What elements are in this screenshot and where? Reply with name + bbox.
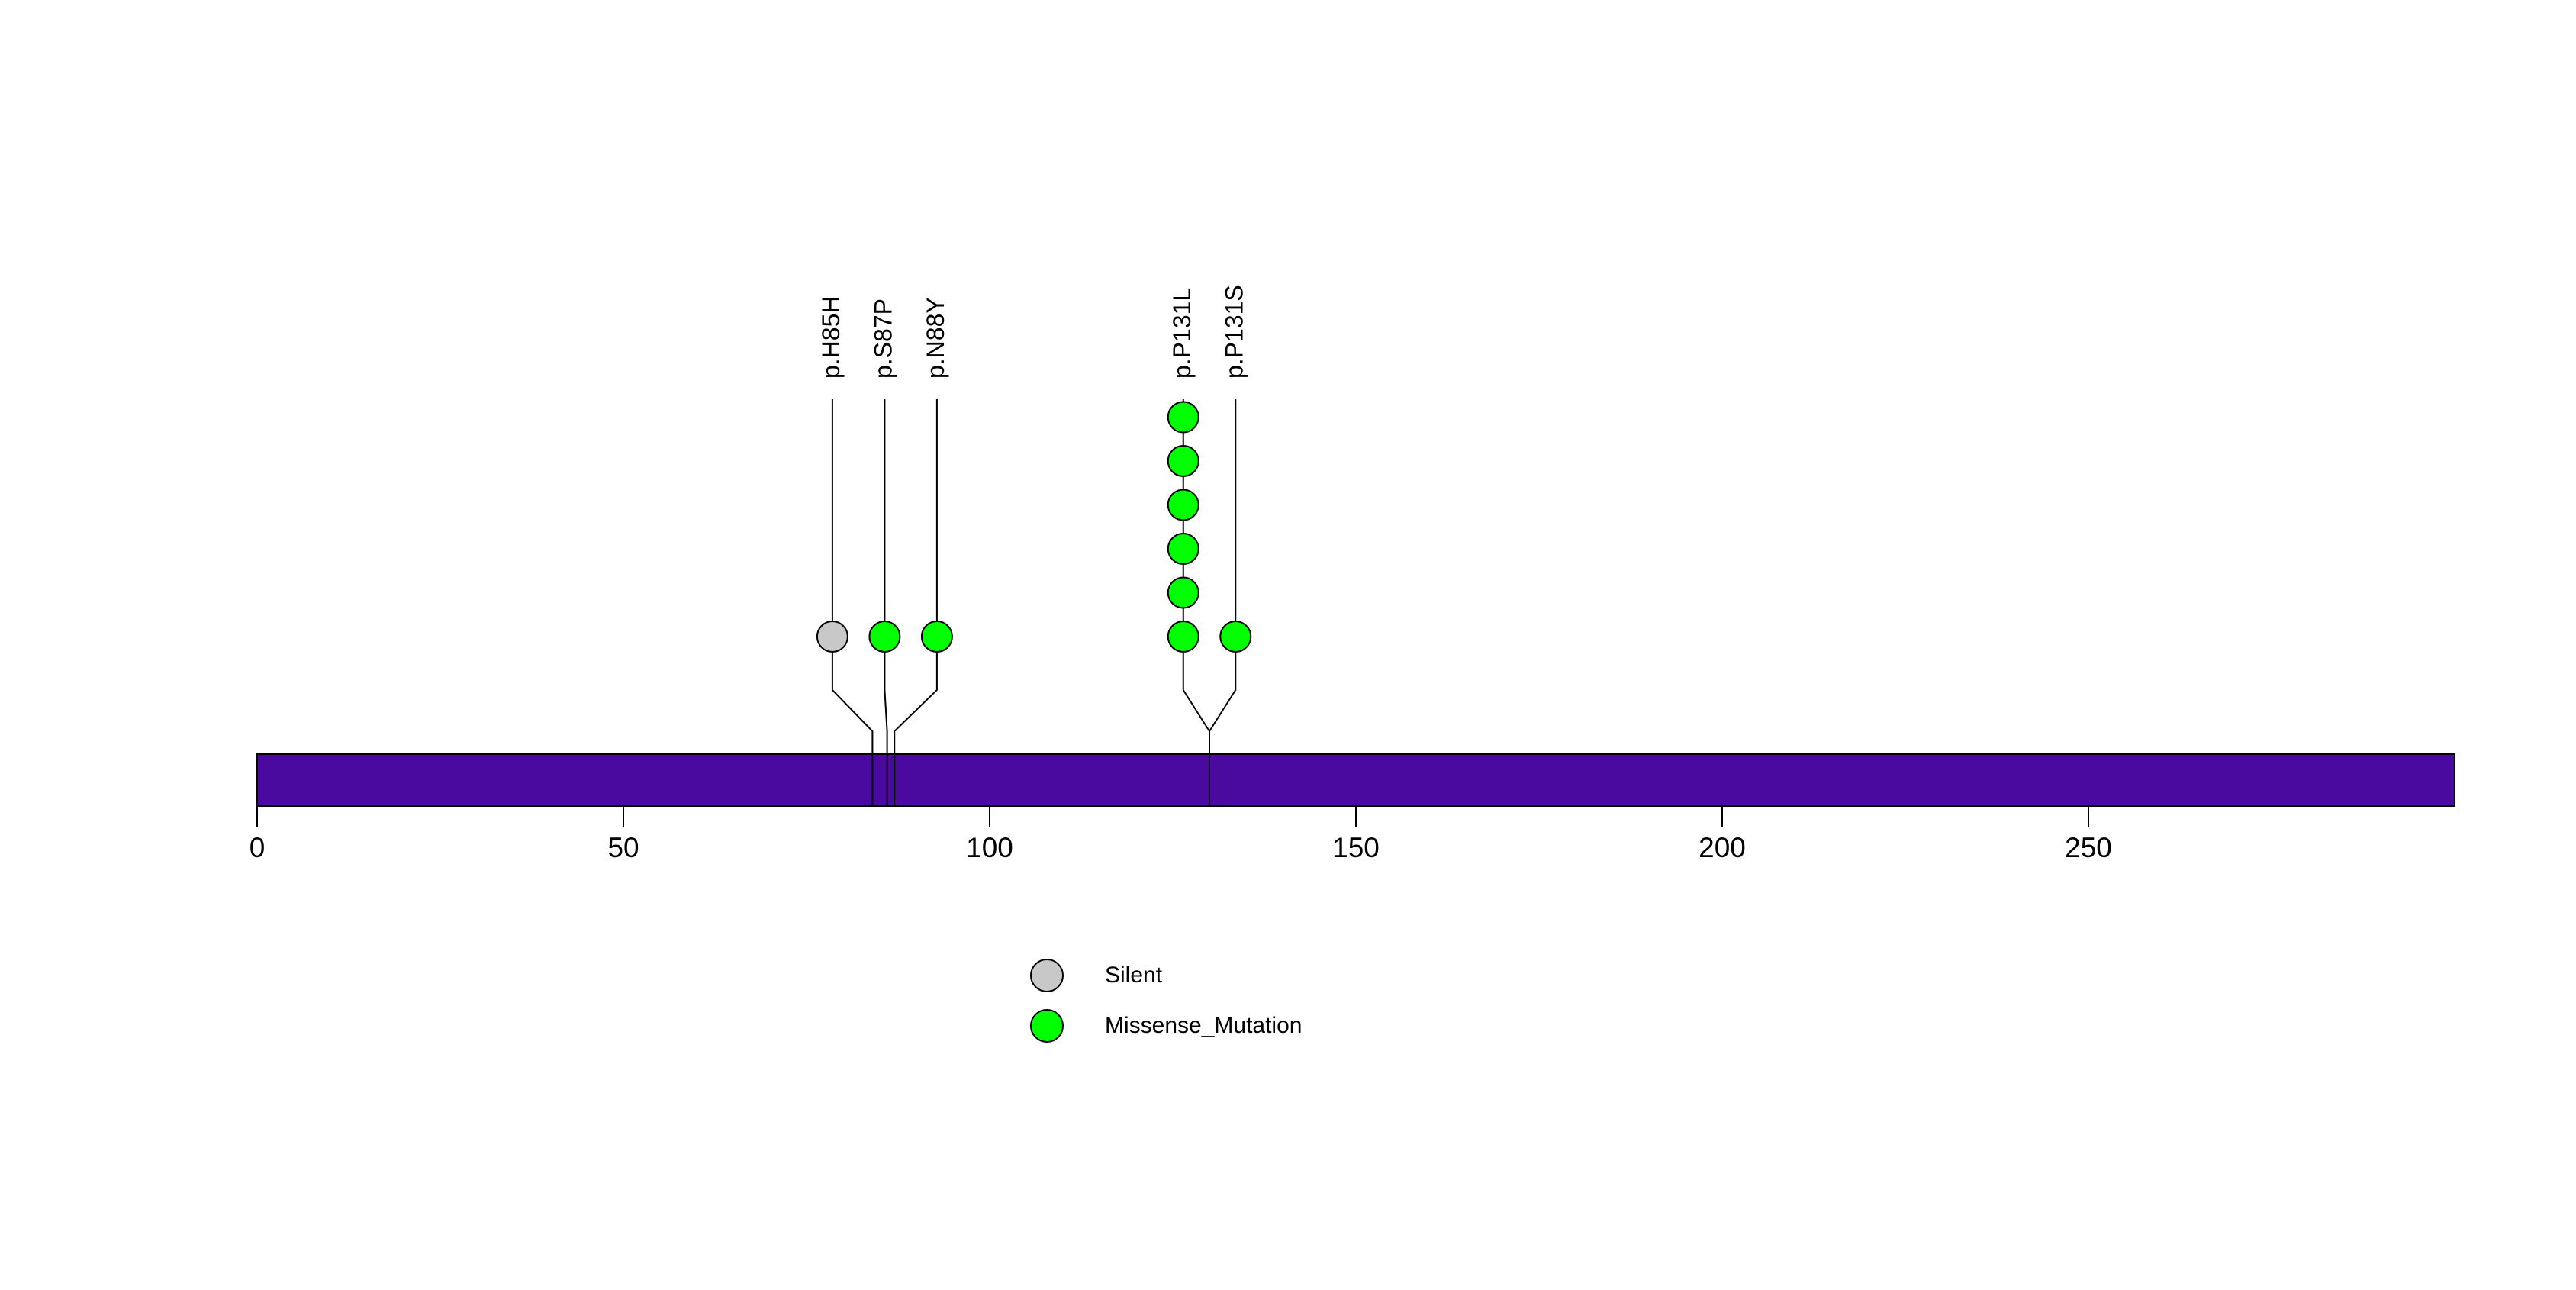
lollipop-circle xyxy=(1167,445,1199,477)
mutation-label: p.P131L xyxy=(1168,288,1196,379)
protein-bar xyxy=(256,753,2455,807)
axis-tick-label: 200 xyxy=(1699,832,1746,863)
axis-tick-label: 150 xyxy=(1332,832,1380,863)
missense-legend-circle-icon xyxy=(1030,1009,1064,1043)
mutation-label: p.S87P xyxy=(869,298,897,379)
lollipop-stem xyxy=(894,399,938,805)
lollipop-stem xyxy=(884,399,888,805)
lollipop-circle xyxy=(1167,621,1199,653)
axis-tick-label: 50 xyxy=(607,832,639,863)
lollipop-circle xyxy=(1167,401,1199,434)
lollipop-stem xyxy=(831,399,874,805)
silent-legend-circle-icon xyxy=(1030,959,1064,992)
lollipop-circle xyxy=(816,621,848,653)
lollipop-circle xyxy=(1167,533,1199,565)
lollipop-circle xyxy=(920,621,953,653)
mutation-label: p.P131S xyxy=(1220,285,1248,379)
lollipop-circle xyxy=(1219,621,1252,653)
mutation-label: p.H85H xyxy=(817,296,845,379)
legend-item-missense: Missense_Mutation xyxy=(1030,1009,1302,1043)
lollipop-circle xyxy=(1167,576,1199,609)
lollipop-circle xyxy=(1167,489,1199,521)
lollipop-circle xyxy=(868,621,901,653)
axis-tick-label: 0 xyxy=(250,832,266,863)
mutation-label: p.N88Y xyxy=(922,297,949,379)
legend-label-missense: Missense_Mutation xyxy=(1105,1013,1302,1038)
axis-tick-label: 100 xyxy=(966,832,1013,863)
lollipop-stem xyxy=(1209,399,1237,805)
axis-tick-label: 250 xyxy=(2065,832,2112,863)
legend-label-silent: Silent xyxy=(1105,963,1163,988)
legend-item-silent: Silent xyxy=(1030,959,1162,992)
